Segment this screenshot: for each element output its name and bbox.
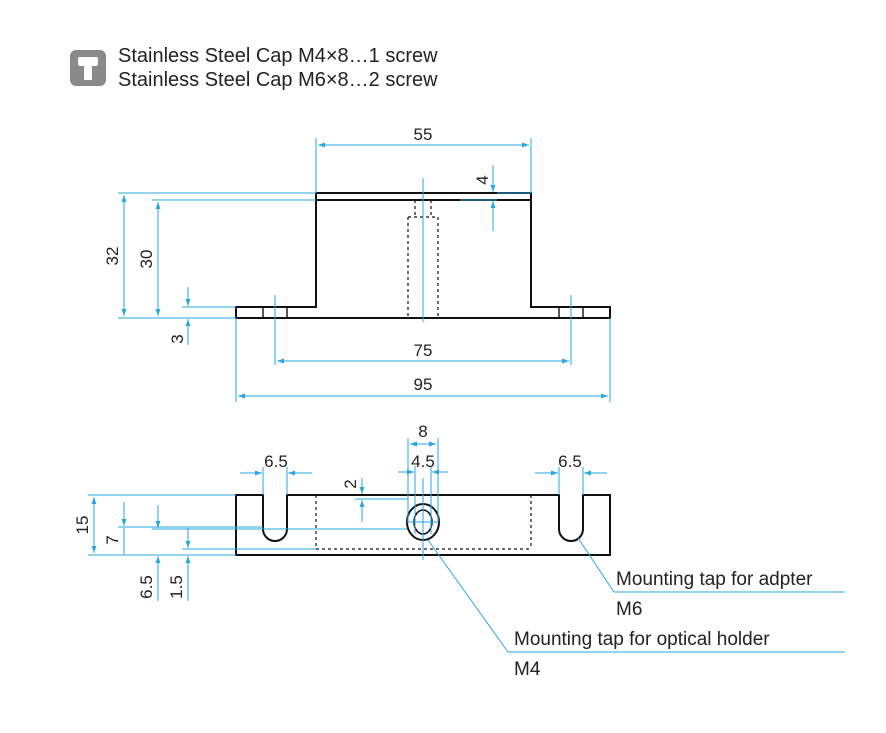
side-view: 55 4 32 30 3 75 95 — [103, 125, 611, 402]
screw-spec-list: Stainless Steel Cap M4×8…1 screw Stainle… — [118, 44, 438, 92]
dim-depth: 15 — [73, 516, 92, 535]
dim-edge-offset: 1.5 — [167, 575, 186, 599]
top-view: 8 4.5 6.5 6.5 2 15 7 6.5 1.5 Mounting ta… — [73, 422, 845, 680]
optical-tap-size: M4 — [514, 659, 541, 680]
dimension-labels: 55 4 32 30 3 75 95 — [103, 125, 492, 394]
dim-center-slot-width: 8 — [418, 422, 427, 441]
dim-base-width: 95 — [414, 375, 433, 394]
dim-hole-pitch: 75 — [414, 341, 433, 360]
dim-slot-offset: 7 — [103, 535, 122, 544]
adapter-tap-label: Mounting tap for adpter — [616, 569, 813, 590]
top-dimension-labels: 8 4.5 6.5 6.5 2 15 7 6.5 1.5 — [73, 422, 582, 599]
screw-icon — [70, 50, 106, 86]
leader-lines — [427, 537, 845, 653]
top-dimension-lines — [88, 438, 607, 601]
dim-center-tap-width: 4.5 — [411, 452, 435, 471]
optical-tap-label: Mounting tap for optical holder — [514, 629, 770, 650]
dim-body-height: 30 — [137, 250, 156, 269]
dim-right-slot-width: 6.5 — [558, 452, 582, 471]
side-view-centerlines — [274, 178, 572, 365]
adapter-tap-size: M6 — [616, 599, 642, 620]
top-view-centerlines — [407, 478, 439, 560]
hidden-top-outline — [315, 495, 532, 550]
dim-top-width: 55 — [414, 125, 433, 144]
dim-base-thickness: 3 — [168, 334, 187, 343]
screw-spec-line-2: Stainless Steel Cap M6×8…2 screw — [118, 69, 438, 91]
dim-left-slot-width: 6.5 — [264, 452, 288, 471]
dim-total-height: 32 — [103, 247, 122, 266]
dim-center-offset: 6.5 — [137, 575, 156, 599]
screw-spec-line-1: Stainless Steel Cap M4×8…1 screw — [118, 45, 438, 67]
dim-top-thickness: 4 — [473, 175, 492, 184]
dim-slot-depth: 2 — [341, 479, 360, 488]
dimension-lines — [118, 138, 611, 402]
